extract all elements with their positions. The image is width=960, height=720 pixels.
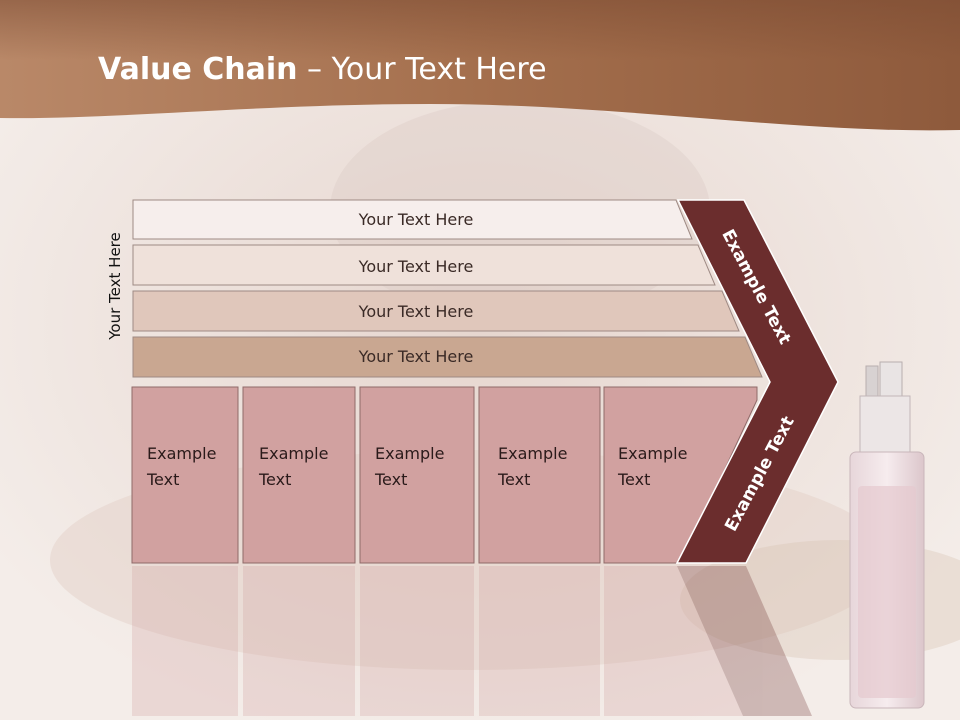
- box-3: Example Text: [359, 386, 475, 564]
- row-3-label: Your Text Here: [358, 302, 474, 321]
- row-1: Your Text Here: [132, 199, 693, 240]
- box-4-line2: Text: [497, 470, 530, 489]
- box-3-line2: Text: [374, 470, 407, 489]
- box-5: Example Text: [603, 386, 758, 564]
- slide-title: Value Chain – Your Text Here: [98, 52, 547, 87]
- row-1-label: Your Text Here: [358, 210, 474, 229]
- box-1-line1: Example: [147, 444, 216, 463]
- title-bold: Value Chain: [98, 52, 298, 87]
- row-4: Your Text Here: [132, 336, 763, 378]
- box-4: Example Text: [478, 386, 601, 564]
- bottle-illustration: [849, 361, 925, 709]
- row-3: Your Text Here: [132, 290, 740, 332]
- box-2: Example Text: [242, 386, 356, 564]
- box-5-line2: Text: [617, 470, 650, 489]
- row-2: Your Text Here: [132, 244, 716, 286]
- box-2-line2: Text: [258, 470, 291, 489]
- box-1-line2: Text: [146, 470, 179, 489]
- diagram-reflection: [132, 566, 812, 716]
- box-1: Example Text: [131, 386, 239, 564]
- box-5-line1: Example: [618, 444, 687, 463]
- box-3-line1: Example: [375, 444, 444, 463]
- row-2-label: Your Text Here: [358, 257, 474, 276]
- row-4-label: Your Text Here: [358, 347, 474, 366]
- box-4-line1: Example: [498, 444, 567, 463]
- title-rest: – Your Text Here: [297, 52, 547, 87]
- box-2-line1: Example: [259, 444, 328, 463]
